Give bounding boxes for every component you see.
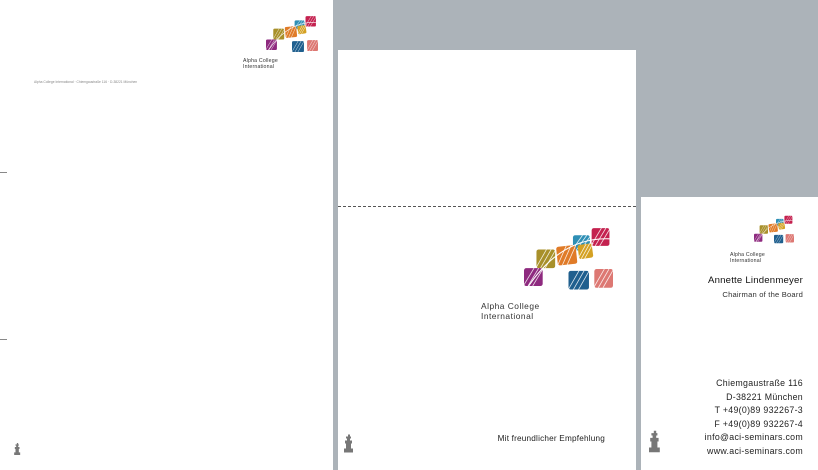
- brand-name-line2: International: [481, 310, 534, 321]
- logo-tile: [306, 39, 319, 52]
- brand-name-line2: International: [243, 63, 275, 70]
- logo-tile: [759, 225, 769, 234]
- logo-tile: [768, 223, 778, 233]
- square-tiles-icon: [753, 211, 795, 254]
- statue-icon: [344, 434, 354, 453]
- fold-mark: [0, 172, 7, 173]
- logo-tile: [773, 234, 784, 244]
- logo-swoosh: [266, 22, 316, 53]
- address-street: Chiemgaustraße 116: [716, 378, 803, 388]
- brand-name-line1: Alpha College: [481, 301, 540, 311]
- logo-tile: [593, 268, 615, 288]
- brand-name: Alpha College International: [730, 252, 765, 265]
- logo-tile: [272, 28, 285, 40]
- compliment-text: Mit freundlicher Empfehlung: [497, 434, 605, 443]
- brand-name-line1: Alpha College: [730, 252, 765, 258]
- logo-swoosh: [754, 220, 793, 244]
- letterhead-sheet: Alpha College International Alpha Colleg…: [0, 0, 333, 470]
- statue-icon: [14, 440, 21, 455]
- logo-tile: [577, 242, 594, 260]
- statue-icon: [649, 430, 661, 453]
- website-link[interactable]: www.aci-seminars.com: [707, 445, 803, 456]
- logo-tile: [567, 270, 590, 290]
- person-name: Annette Lindenmeyer: [707, 275, 803, 286]
- logo-tile: [753, 233, 763, 242]
- logo-tile: [777, 222, 786, 230]
- business-card: Alpha College International Annette Lind…: [641, 197, 818, 470]
- contact-block: Chiemgaustraße 116 D-38221 München T +49…: [705, 377, 803, 459]
- address-city: D-38221 München: [726, 391, 803, 402]
- square-tiles-icon: [265, 16, 319, 60]
- logo-tile: [785, 234, 795, 243]
- logo-tile: [535, 249, 557, 269]
- logo-tile: [590, 227, 611, 247]
- email-link[interactable]: info@aci-seminars.com: [704, 432, 803, 443]
- compliment-slip-sheet: Alpha College International Mit freundli…: [338, 50, 636, 470]
- fold-mark: [0, 339, 7, 340]
- phone-number: T +49(0)89 932267-3: [714, 405, 803, 416]
- logo-tile: [297, 24, 307, 35]
- logo-tile: [783, 215, 793, 224]
- logo-tile: [265, 39, 278, 51]
- brand-name-line1: Alpha College: [243, 58, 278, 64]
- square-tiles-icon: [522, 227, 615, 303]
- fold-line: [338, 206, 636, 207]
- logo-tile: [556, 244, 578, 266]
- brand-name-line2: International: [730, 257, 762, 264]
- logo-tile: [284, 25, 298, 39]
- person-title: Chairman of the Board: [722, 290, 803, 299]
- brand-name: Alpha College International: [243, 58, 278, 71]
- logo-tile: [522, 267, 544, 287]
- brand-name: Alpha College International: [481, 301, 540, 321]
- logo-tile: [304, 16, 317, 27]
- sender-line: Alpha College International · Chiemgaust…: [34, 80, 138, 84]
- logo-tile: [291, 41, 305, 53]
- fax-number: F +49(0)89 932267-4: [714, 418, 803, 429]
- logo-swoosh: [525, 238, 610, 291]
